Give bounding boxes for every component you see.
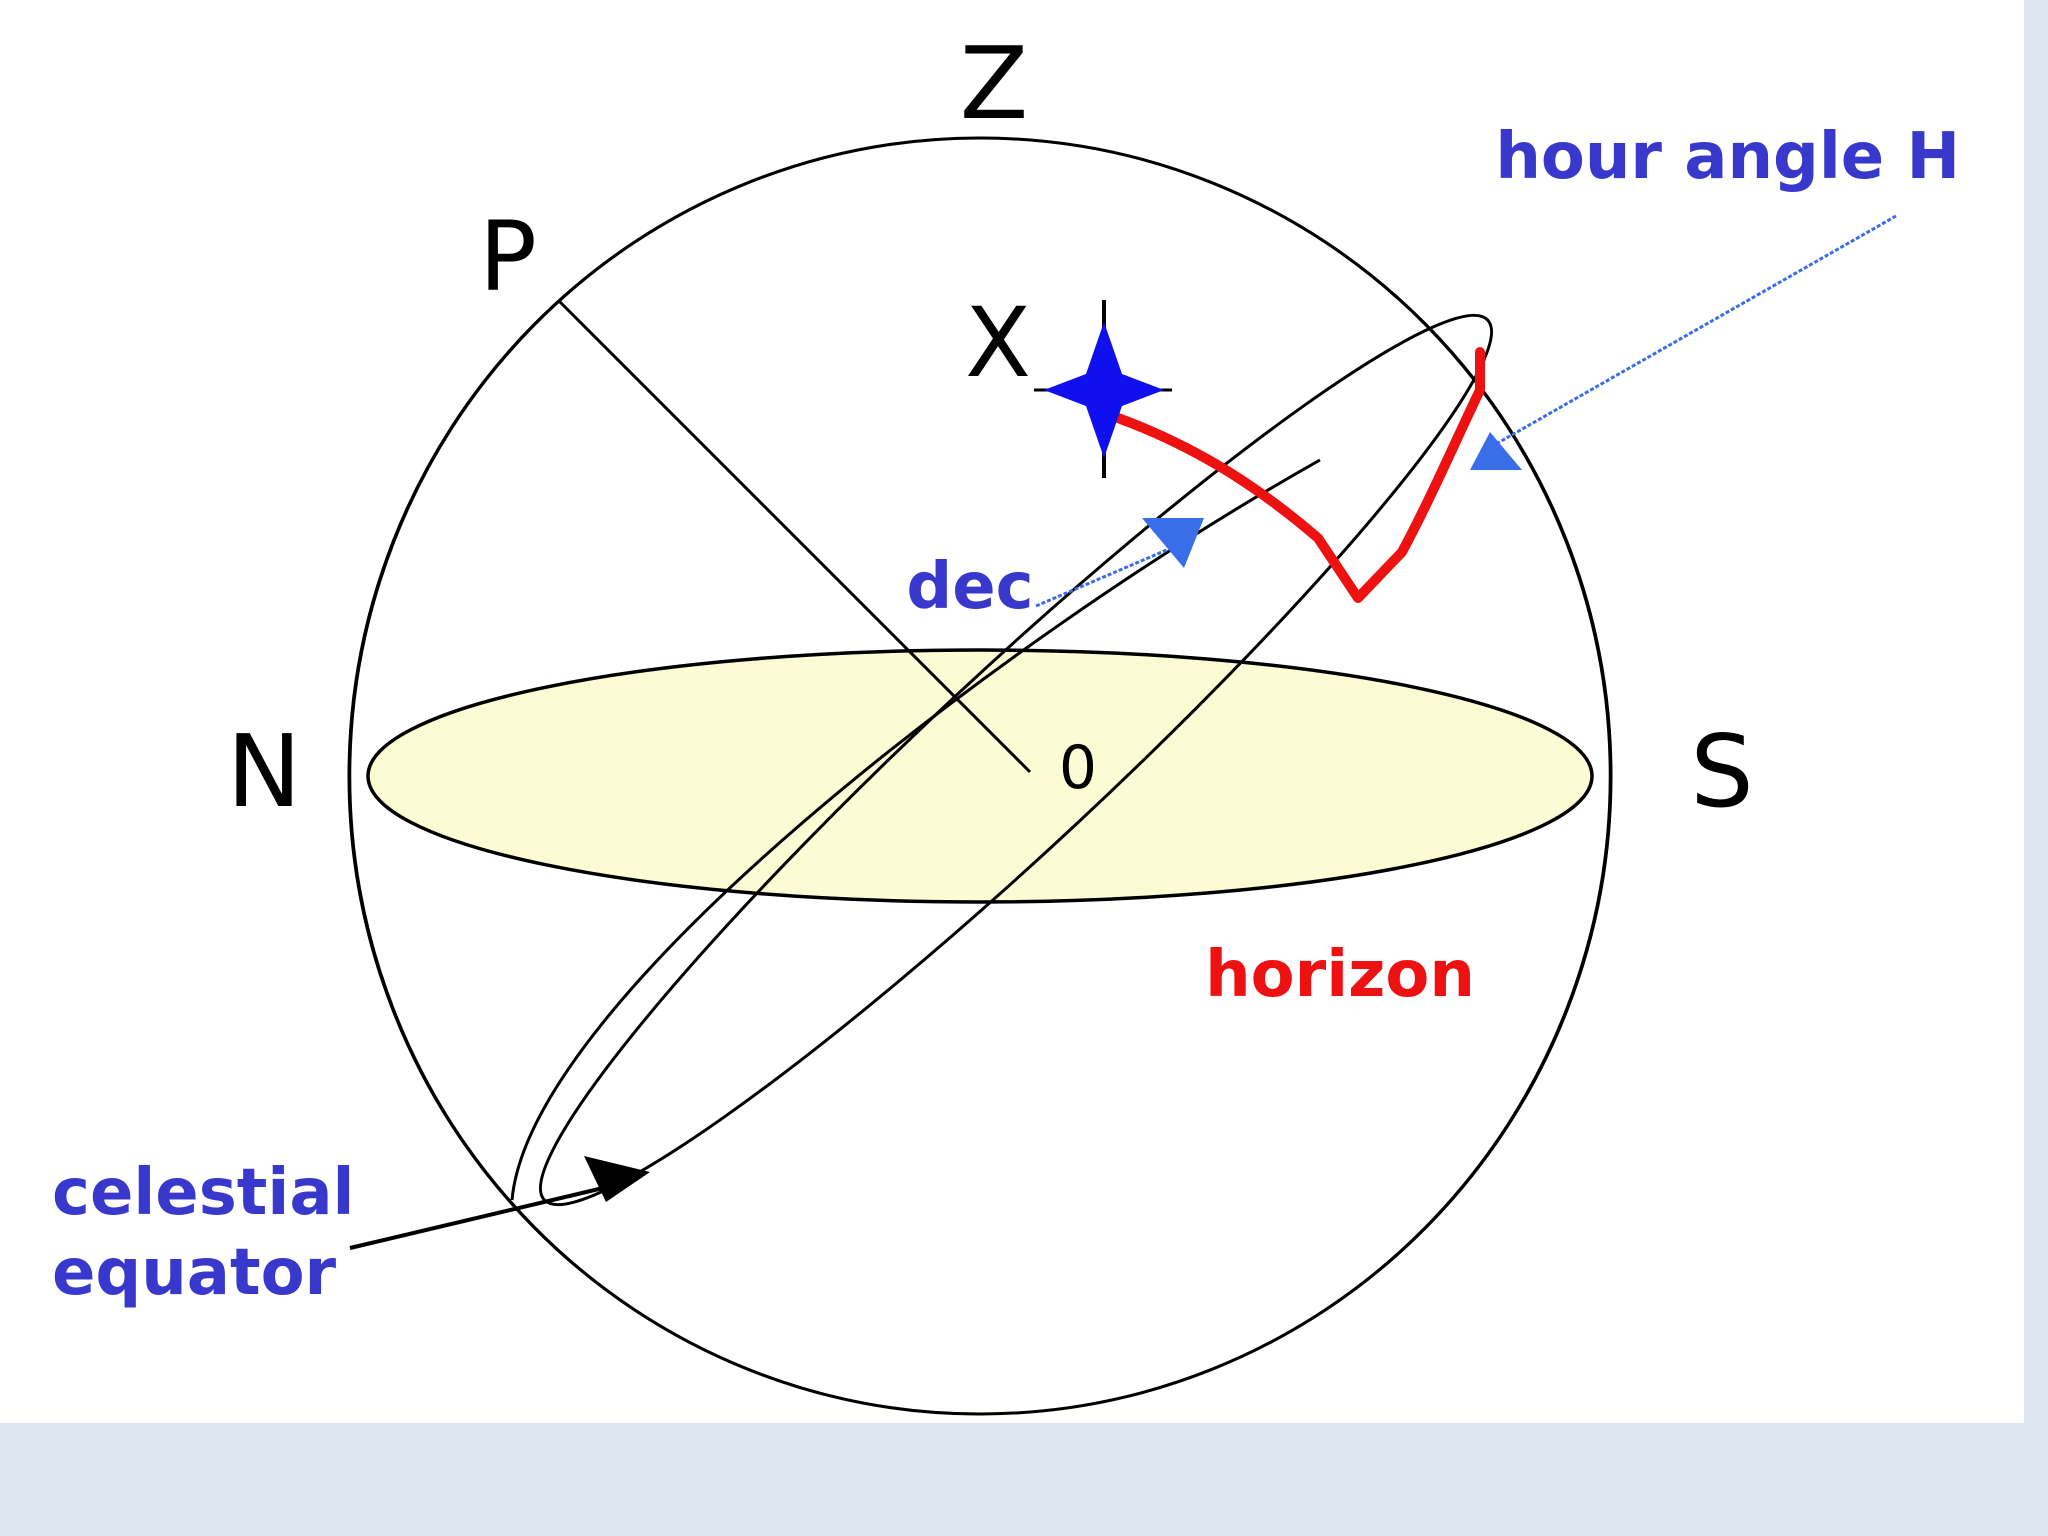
arrowhead-icon [584,1156,650,1202]
hour-angle-arc [1113,347,1485,603]
hour-angle-pointer [1470,214,1897,470]
label-equator: equator [52,1236,337,1310]
label-north: N [227,713,302,830]
label-hour-angle: hour angle H [1495,120,1960,194]
label-pole: P [479,201,537,313]
label-south: S [1690,713,1753,830]
horizon-plane [366,648,1594,904]
dec-pointer [1035,518,1204,608]
label-observer: 0 [1059,733,1097,803]
star-x [1034,300,1172,478]
label-zenith: Z [960,25,1029,142]
label-horizon: horizon [1205,938,1475,1012]
label-dec: dec [906,550,1033,624]
meridian-circle [348,136,1612,1416]
arrowhead-icon [1470,432,1522,470]
label-star: X [965,287,1031,399]
polar-axis [556,298,1032,774]
star-icon [1044,322,1164,458]
equator-pointer [349,1156,650,1250]
celestial-equator-circle [538,313,1494,1207]
label-celestial: celestial [52,1156,354,1230]
arrowhead-icon [1142,518,1204,568]
